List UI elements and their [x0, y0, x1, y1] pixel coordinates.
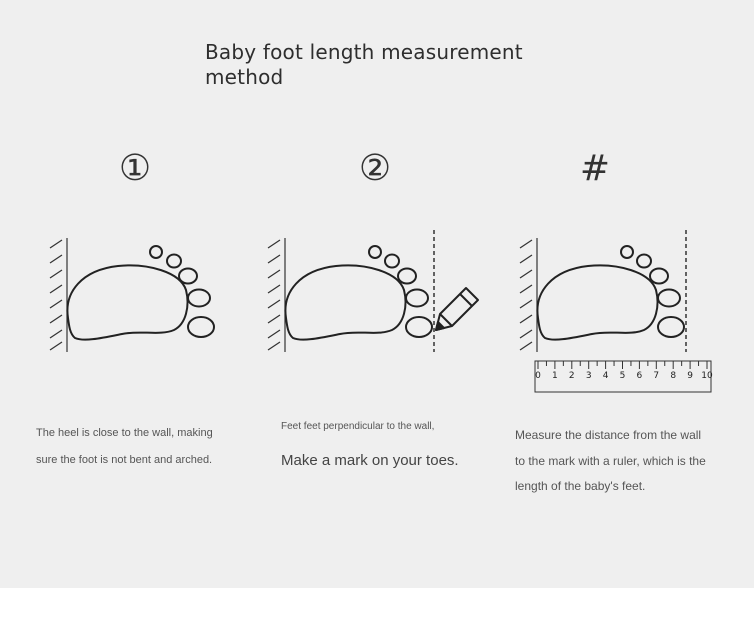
step-1-illustration: [49, 238, 215, 352]
footprint-icon: [536, 245, 685, 341]
step-1-text: The heel is close to the wall, making su…: [36, 420, 236, 474]
step-1-line-1: The heel is close to the wall, making: [36, 427, 213, 439]
wall-hatch-icon: [519, 238, 538, 352]
step-2-illustration: [267, 230, 479, 352]
pencil-icon: [435, 287, 479, 331]
ruler-label: 7: [653, 371, 659, 381]
step-3-line-3: length of the baby's feet.: [515, 479, 646, 493]
ruler-label: 0: [535, 371, 541, 381]
step-2-text: Make a mark on your toes.: [281, 452, 459, 469]
diagram-panel: Baby foot length measurement method ① ② …: [0, 0, 754, 588]
step-3-line-1: Measure the distance from the wall: [515, 428, 702, 442]
ruler-label: 1: [552, 371, 558, 381]
ruler-label: 6: [637, 371, 643, 381]
ruler-label: 2: [569, 371, 575, 381]
ruler-label: 4: [603, 371, 609, 381]
footprint-icon: [66, 245, 215, 341]
step-2-number: ②: [358, 148, 392, 189]
step-3-text: Measure the distance from the wall to th…: [515, 423, 735, 500]
page-title: Baby foot length measurement method: [205, 40, 523, 89]
step-1-number: ①: [118, 148, 152, 189]
ruler-label: 5: [620, 371, 626, 381]
ruler-label: 8: [670, 371, 676, 381]
footprint-icon: [284, 245, 433, 341]
step-1-line-2: sure the foot is not bent and arched.: [36, 454, 213, 466]
ruler-label: 10: [701, 371, 713, 381]
step-2-caption: Feet feet perpendicular to the wall,: [281, 421, 435, 432]
wall-hatch-icon: [49, 238, 68, 352]
wall-hatch-icon: [267, 238, 286, 352]
ruler-label: 3: [586, 371, 592, 381]
ruler-label: 9: [687, 371, 693, 381]
step-3-line-2: to the mark with a ruler, which is the: [515, 453, 706, 468]
step-3-number: #: [579, 148, 611, 189]
